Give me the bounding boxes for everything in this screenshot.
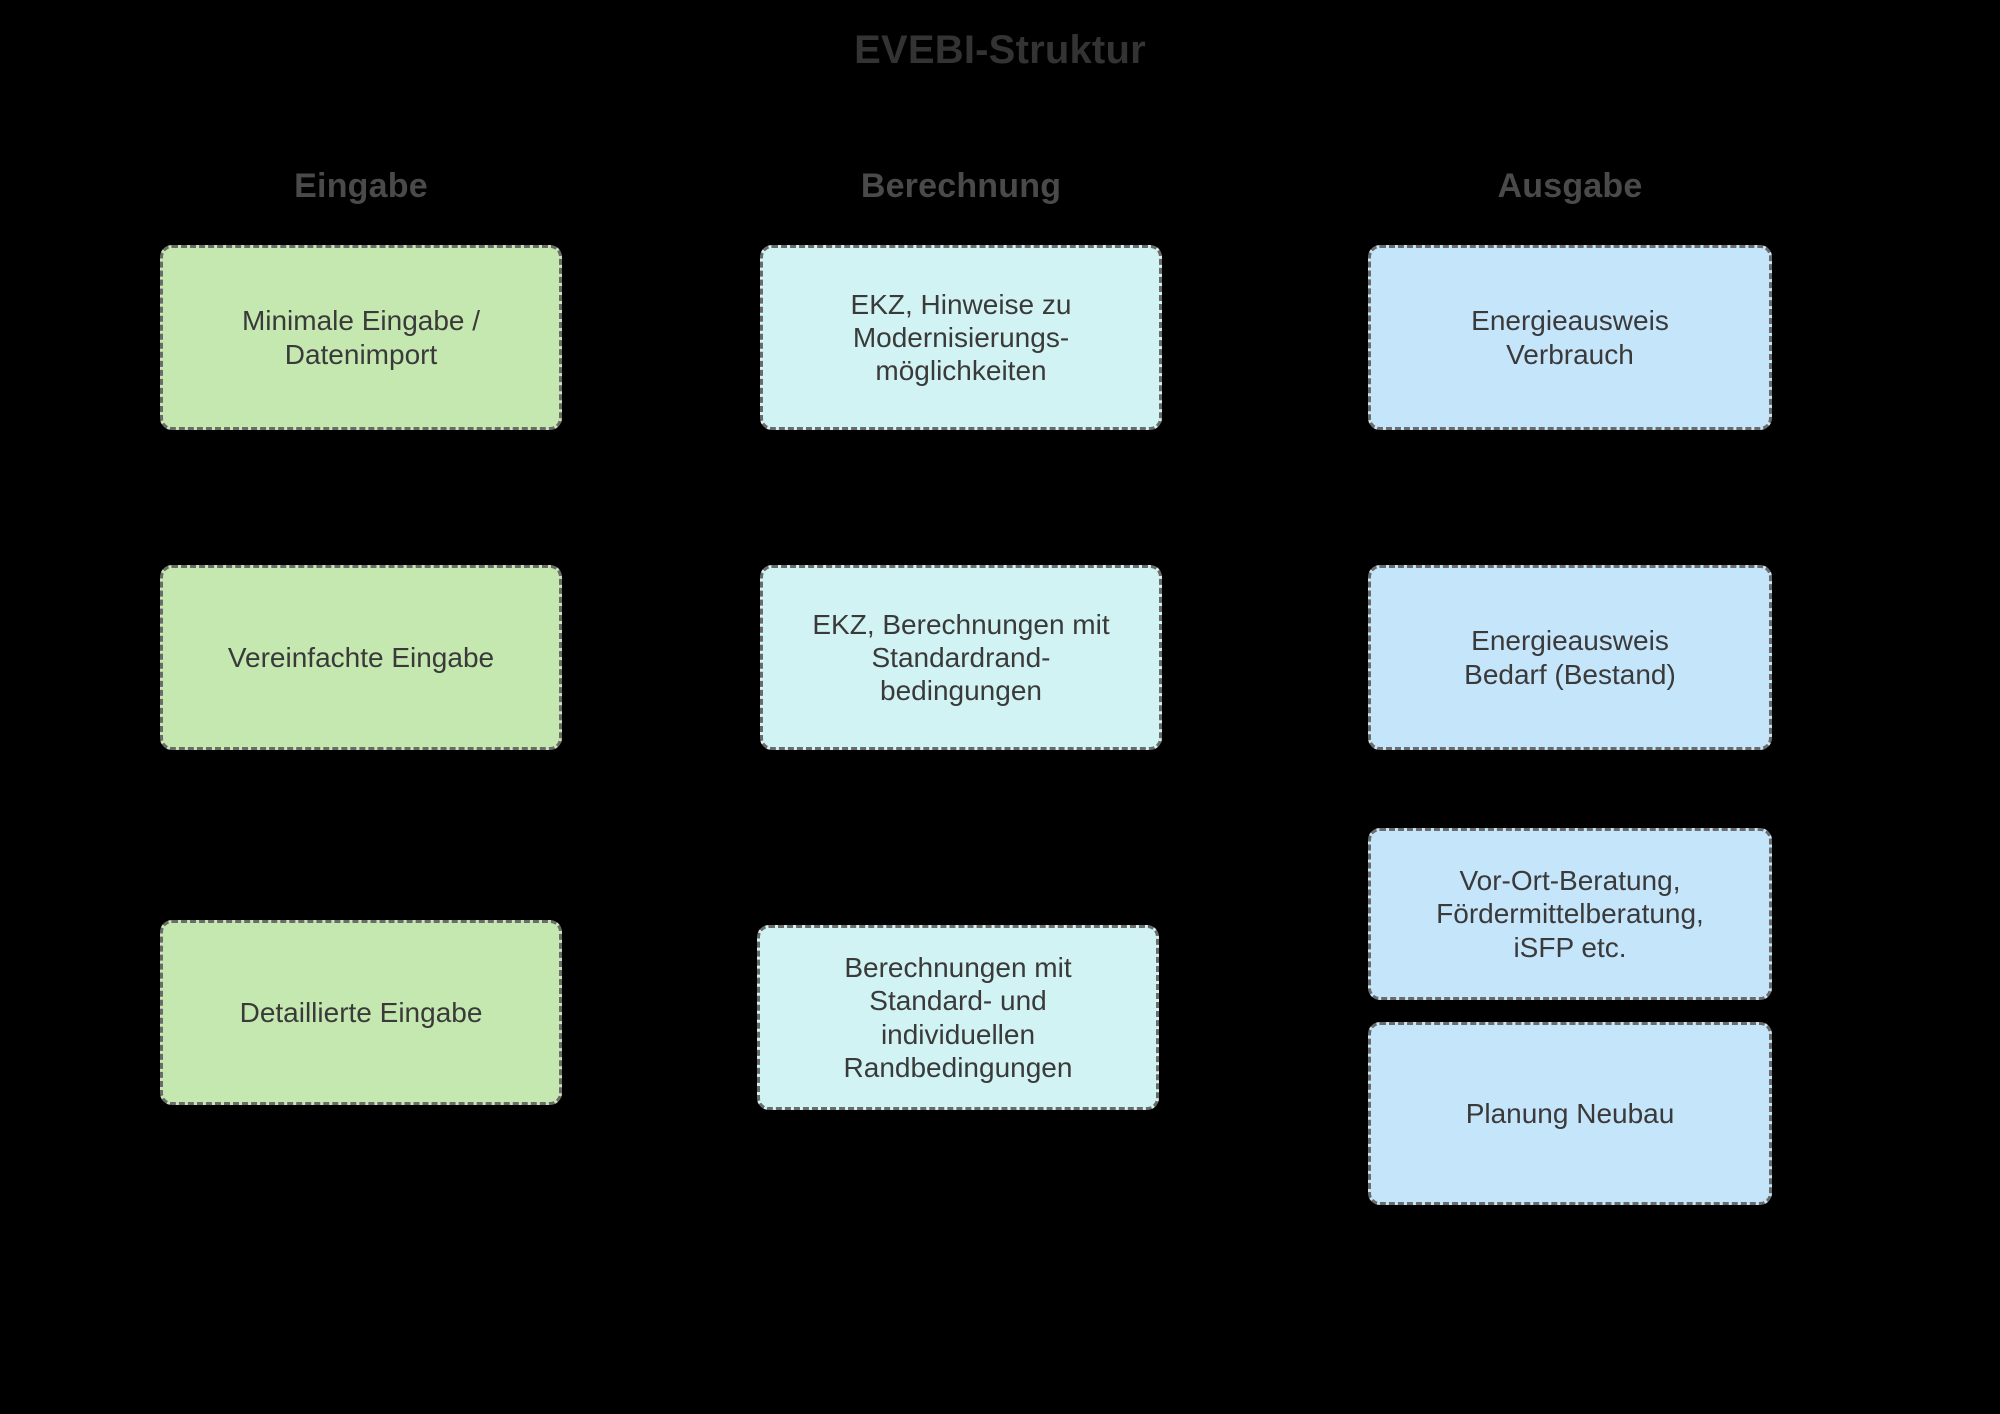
column-header-ausgabe: Ausgabe <box>1497 167 1643 205</box>
node-eingabe-3[interactable]: Detaillierte Eingabe <box>160 920 562 1105</box>
node-ausgabe-4[interactable]: Planung Neubau <box>1368 1022 1772 1205</box>
column-header-eingabe: Eingabe <box>294 167 428 205</box>
node-berechnung-1[interactable]: EKZ, Hinweise zu Modernisierungs- möglic… <box>760 245 1162 430</box>
node-berechnung-2[interactable]: EKZ, Berechnungen mit Standardrand- bedi… <box>760 565 1162 750</box>
node-label: Berechnungen mit Standard- und individue… <box>843 952 1073 1083</box>
node-label: Vereinfachte Eingabe <box>227 641 495 673</box>
node-berechnung-3[interactable]: Berechnungen mit Standard- und individue… <box>757 925 1159 1110</box>
node-label: EKZ, Hinweise zu Modernisierungs- möglic… <box>850 288 1072 387</box>
node-label: Planung Neubau <box>1465 1097 1675 1129</box>
node-ausgabe-2[interactable]: Energieausweis Bedarf (Bestand) <box>1368 565 1772 750</box>
node-label: Energieausweis Verbrauch <box>1471 305 1669 370</box>
node-label: Vor-Ort-Beratung, Fördermittelberatung, … <box>1436 865 1704 963</box>
node-label: Minimale Eingabe / Datenimport <box>241 305 481 370</box>
node-label: Detaillierte Eingabe <box>239 996 483 1028</box>
page-title: EVEBI-Struktur <box>854 28 1146 72</box>
node-ausgabe-1[interactable]: Energieausweis Verbrauch <box>1368 245 1772 430</box>
node-ausgabe-3[interactable]: Vor-Ort-Beratung, Fördermittelberatung, … <box>1368 828 1772 1000</box>
node-label: EKZ, Berechnungen mit Standardrand- bedi… <box>812 608 1110 707</box>
column-header-berechnung: Berechnung <box>860 167 1062 205</box>
node-label: Energieausweis Bedarf (Bestand) <box>1464 625 1676 690</box>
node-eingabe-1[interactable]: Minimale Eingabe / Datenimport <box>160 245 562 430</box>
node-eingabe-2[interactable]: Vereinfachte Eingabe <box>160 565 562 750</box>
